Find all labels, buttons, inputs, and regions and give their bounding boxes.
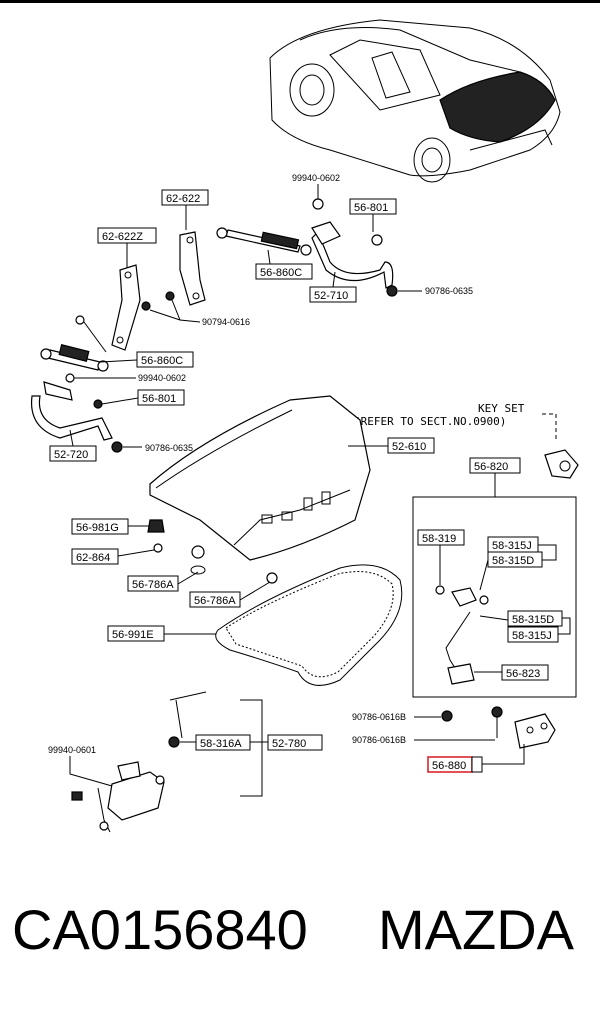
callout-text: 56-880	[432, 760, 466, 772]
weatherstrip: 56-991E	[107, 564, 403, 686]
callout-box	[137, 389, 185, 406]
callout-text: 52-780	[272, 738, 306, 750]
key-set-reference: KEY SET (REFER TO SECT.NO.0900)	[354, 402, 579, 479]
footer: CA0156840 MAZDA	[0, 890, 600, 1000]
car-illustration	[269, 19, 561, 183]
callout-text: 58-319	[422, 533, 456, 545]
callout-text: 56-801	[354, 202, 388, 214]
callout-text: 58-316A	[200, 738, 242, 750]
lower-hinge-assembly: 56-860C 99940-0602 56-801 52-720 90786-0…	[30, 315, 194, 462]
callout-text: KEY SET	[478, 402, 525, 415]
parts-diagram: 99940-0602 62-622 56-801 62-622Z 56-860C…	[30, 19, 579, 833]
callout-text: 56-823	[506, 668, 540, 680]
callout-text: 62-622Z	[102, 231, 143, 243]
trunk-lid: 52-610 56-981G 62-864 56-786A 56-786A	[71, 395, 435, 608]
callout-box	[136, 351, 194, 368]
callout-text: 90786-0635	[425, 286, 473, 296]
callout-text: (REFER TO SECT.NO.0900)	[354, 415, 506, 428]
callout-text: 56-860C	[141, 355, 183, 367]
upper-hinge-assembly: 99940-0602 62-622 56-801 62-622Z 56-860C…	[97, 173, 473, 351]
part-number: CA0156840	[12, 898, 308, 961]
callout-text: 99940-0601	[48, 745, 96, 755]
callout-text: 56-801	[142, 393, 176, 405]
callout-text: 56-991E	[112, 629, 154, 641]
callout-text: 56-786A	[194, 595, 236, 607]
callout-text: 99940-0602	[292, 173, 340, 183]
callout-text: 56-786A	[132, 579, 174, 591]
callout-text: 56-981G	[76, 522, 119, 534]
callout-text: 58-315J	[492, 540, 532, 552]
callout-text: 56-860C	[260, 267, 302, 279]
callout-text: 52-720	[54, 449, 88, 461]
callout-box	[255, 263, 313, 280]
brand-name: MAZDA	[378, 898, 574, 961]
callout-text: 90786-0635	[145, 443, 193, 453]
callout-box	[417, 529, 465, 546]
callout-text: 52-610	[392, 441, 426, 453]
release-actuator: 58-316A 52-780 99940-0601	[48, 691, 323, 833]
callout-text: 58-315D	[512, 614, 554, 626]
callout-text: 62-622	[166, 193, 200, 205]
callout-text: 62-864	[76, 552, 110, 564]
callout-text: 99940-0602	[138, 373, 186, 383]
callout-text: 90794-0616	[202, 317, 250, 327]
header-rule	[0, 0, 600, 3]
callout-text: 58-315D	[492, 555, 534, 567]
callout-text: 56-820	[474, 461, 508, 473]
callout-text: 52-710	[314, 290, 348, 302]
callout-text: 90786-0616B	[352, 712, 406, 722]
lock-assembly: 56-820 58-319 58-315J 58-315D 58-315D 58…	[412, 457, 577, 698]
callout-box	[71, 548, 119, 565]
striker-assembly: 90786-0616B 90786-0616B 56-880	[352, 706, 556, 773]
callout-text: 90786-0616B	[352, 735, 406, 745]
callout-text: 58-315J	[512, 630, 552, 642]
callout-box	[161, 189, 209, 206]
